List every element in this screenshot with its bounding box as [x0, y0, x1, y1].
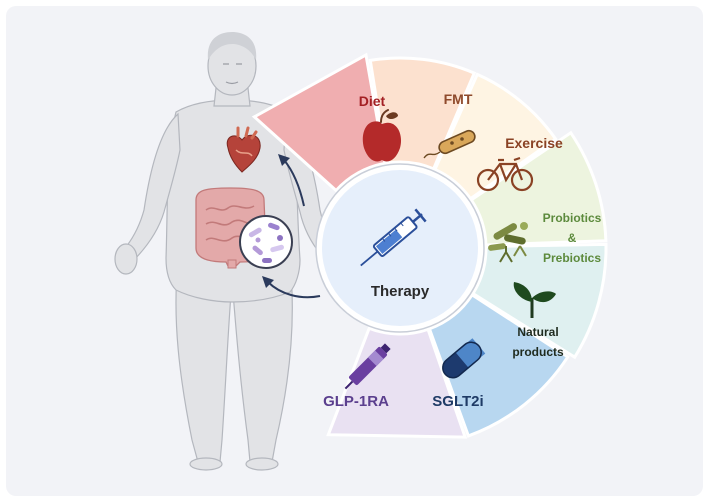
therapy-hub-fill	[322, 170, 478, 326]
sprout-icon	[513, 282, 556, 318]
injection-pen-icon	[344, 343, 391, 390]
bicycle-icon	[476, 156, 534, 192]
bacteria-cluster-icon	[488, 222, 528, 263]
segment-sglt2i	[427, 292, 570, 438]
heart-icon	[226, 126, 261, 173]
arrow-to-heart	[278, 154, 305, 207]
probiotics-label-line-1: Probiotics	[543, 211, 602, 225]
probiotics-label-line-3: Prebiotics	[543, 251, 601, 265]
apple-icon	[362, 109, 402, 162]
syringe-icon	[360, 208, 427, 267]
natural-products-label-line-1: Natural	[517, 325, 558, 339]
arrow-to-gut	[262, 276, 321, 299]
segment-diet	[251, 52, 387, 193]
probiotics-label-line-2: &	[568, 231, 577, 245]
segment-glp1ra	[326, 326, 468, 439]
exercise-label: Exercise	[505, 135, 563, 151]
segment-probiotics	[469, 130, 608, 247]
glp1ra-label: GLP-1RA	[323, 393, 389, 410]
fmt-label: FMT	[444, 91, 473, 107]
capsule-icon	[442, 338, 486, 379]
sglt2i-label: SGLT2i	[432, 393, 483, 410]
therapy-label: Therapy	[371, 283, 430, 300]
diet-label: Diet	[359, 93, 386, 109]
natural-products-label-line-2: products	[512, 345, 564, 359]
gut-microbiome-magnifier-icon	[239, 215, 293, 269]
segment-exercise	[432, 72, 558, 201]
bacterium-icon	[423, 129, 476, 159]
